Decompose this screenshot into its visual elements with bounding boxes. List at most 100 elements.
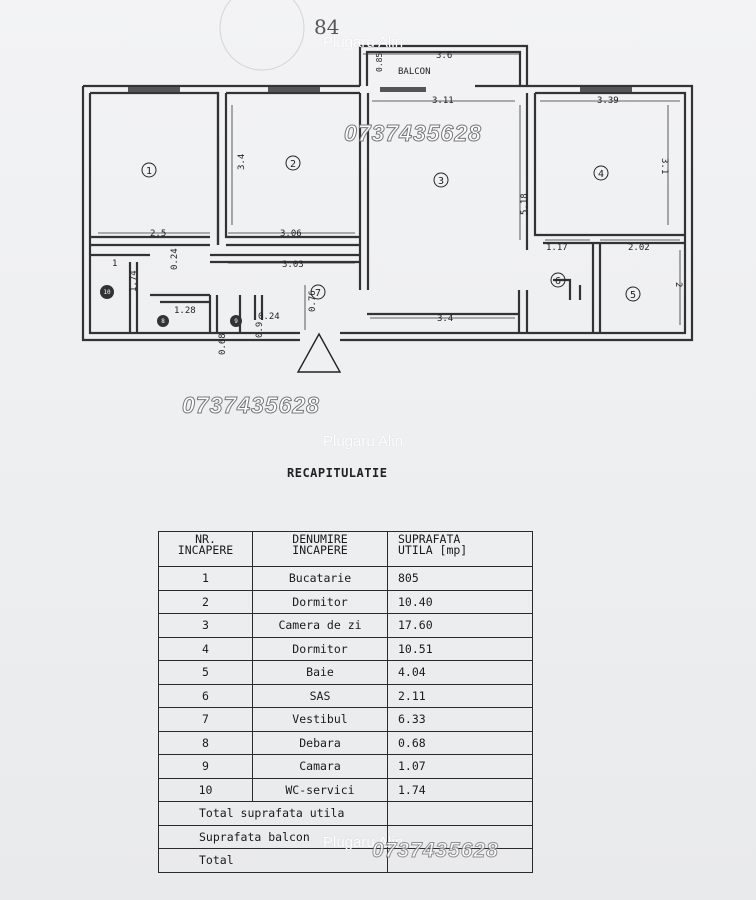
- dim-0-76: 0.76: [308, 290, 318, 312]
- walls: [81, 44, 694, 342]
- dim-0-24b: 0.24: [258, 312, 280, 322]
- watermark-name-top: Plugaru Alin: [323, 34, 404, 51]
- summary-row: Total suprafata utila: [158, 801, 533, 826]
- cell-nr: 6: [158, 683, 253, 708]
- header-nr: NR. INCAPERE: [158, 531, 253, 567]
- cell-nr: 1: [158, 566, 253, 591]
- cell-nr: 5: [158, 660, 253, 685]
- cell-area: 805: [387, 566, 533, 591]
- room-number-6: 6: [555, 276, 561, 287]
- cell-nr: 10: [158, 777, 253, 802]
- cell-area: 2.11: [387, 683, 533, 708]
- room-number-1: 1: [146, 166, 152, 177]
- cell-nr: 8: [158, 730, 253, 755]
- symbol-label-8: 8: [161, 318, 165, 325]
- room-number-7: 7: [315, 288, 321, 299]
- cell-name: Vestibul: [252, 707, 388, 732]
- cell-area: 10.40: [387, 589, 533, 614]
- summary-label: Total: [158, 848, 388, 873]
- dim-balcony-depth: 0.85: [375, 53, 384, 72]
- dim-0-68: 0.68: [218, 333, 228, 355]
- cell-name: Camera de zi: [252, 613, 388, 638]
- cell-nr: 4: [158, 636, 253, 661]
- room-area-table: NR. INCAPERE DENUMIRE INCAPERE SUPRAFATA…: [158, 531, 533, 873]
- dim-3-03: 3.03: [282, 260, 304, 270]
- dim-0-24: 0.24: [170, 248, 180, 270]
- summary-label: Suprafata balcon: [158, 824, 388, 849]
- summary-value: [387, 848, 533, 873]
- recap-title: RECAPITULATIE: [287, 466, 388, 480]
- room-number-3: 3: [438, 176, 444, 187]
- room-number-2: 2: [290, 159, 296, 170]
- watermark-name-middle: Plugaru Alin: [323, 433, 404, 450]
- cell-area: 10.51: [387, 636, 533, 661]
- windows: [128, 87, 632, 92]
- dimension-lines: [98, 53, 681, 330]
- cell-name: Dormitor: [252, 636, 388, 661]
- room-numbers: 1 2 3 4 5 6 7: [146, 159, 636, 301]
- summary-value: [387, 801, 533, 826]
- dim-0-9: 0.9: [255, 322, 265, 338]
- room-number-5: 5: [630, 290, 636, 301]
- dim-3-11: 3.11: [432, 96, 454, 106]
- cell-name: Debara: [252, 730, 388, 755]
- header-name: DENUMIRE INCAPERE: [252, 531, 388, 567]
- dim-1-74: 1.74: [129, 270, 139, 292]
- dim-1-28: 1.28: [174, 306, 196, 316]
- dim-3-4-vertical: 3.4: [237, 154, 247, 170]
- table-header-row: NR. INCAPERE DENUMIRE INCAPERE SUPRAFATA…: [158, 531, 533, 567]
- cell-area: 4.04: [387, 660, 533, 685]
- dim-1-17: 1.17: [546, 243, 568, 253]
- cell-area: 17.60: [387, 613, 533, 638]
- cell-nr: 9: [158, 754, 253, 779]
- dim-2-5: 2.5: [150, 229, 166, 239]
- cell-area: 6.33: [387, 707, 533, 732]
- cell-name: WC-servici: [252, 777, 388, 802]
- entrance-arrow-icon: [296, 332, 342, 373]
- room-markers: [141, 155, 641, 302]
- cell-nr: 2: [158, 589, 253, 614]
- dim-3-4-horizontal: 3.4: [437, 314, 453, 324]
- dimension-labels: 3.6 BALCON 0.85 3.11 3.39 3.4 3.1 5.18 2…: [112, 51, 683, 355]
- watermark-phone-bottom: 0737435628: [372, 839, 499, 863]
- dim-3-06: 3.06: [280, 229, 302, 239]
- cell-name: Dormitor: [252, 589, 388, 614]
- utility-symbols: 10 8 9: [100, 285, 242, 327]
- cell-area: 0.68: [387, 730, 533, 755]
- cell-area: 1.07: [387, 754, 533, 779]
- dim-2: 2: [673, 282, 683, 287]
- symbol-label-10: 10: [103, 289, 111, 296]
- handwritten-note: 84: [314, 15, 339, 39]
- cell-name: Baie: [252, 660, 388, 685]
- dim-3-39: 3.39: [597, 96, 619, 106]
- room-number-4: 4: [598, 169, 604, 180]
- cell-name: Camara: [252, 754, 388, 779]
- cell-nr: 3: [158, 613, 253, 638]
- balcony-label: BALCON: [398, 67, 431, 77]
- summary-row: Total: [158, 848, 533, 873]
- watermark-name-bottom: Plugaru Alin: [323, 834, 404, 851]
- dim-3-1: 3.1: [659, 158, 669, 174]
- dim-balcony-width: 3.6: [436, 51, 452, 61]
- dim-5-18: 5.18: [520, 193, 530, 215]
- watermark-phone-middle: 0737435628: [182, 392, 320, 419]
- dim-1: 1: [112, 259, 117, 269]
- header-area: SUPRAFATA UTILA [mp]: [387, 531, 533, 567]
- cell-name: SAS: [252, 683, 388, 708]
- summary-label: Total suprafata utila: [158, 801, 388, 826]
- watermark-phone-top: 0737435628: [344, 120, 482, 147]
- floor-plan: 84 1 2 3: [81, 0, 694, 373]
- stamp-circle: [219, 0, 305, 71]
- dim-2-02: 2.02: [628, 243, 650, 253]
